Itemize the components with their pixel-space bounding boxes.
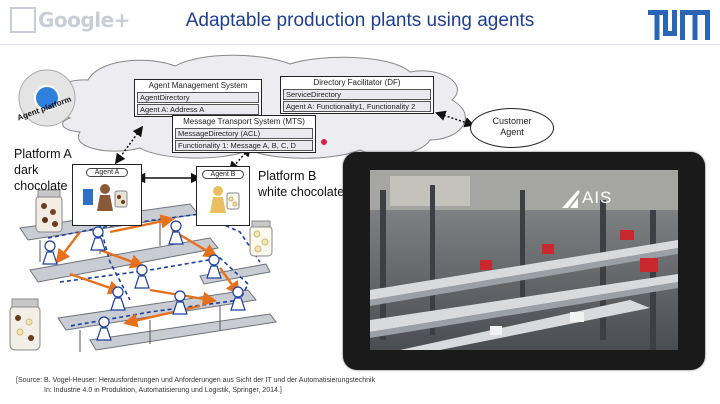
- agent-a-box: Agent A: [72, 164, 142, 226]
- google-plus-mark-icon: [10, 6, 36, 33]
- df-title: Directory Facilitator (DF): [313, 78, 401, 87]
- agent-a-label: Agent A: [86, 168, 128, 177]
- customer-agent-label-line: Agent: [500, 127, 524, 137]
- route-dashed-2: [59, 257, 249, 327]
- df-row: ServiceDirectory: [283, 89, 431, 100]
- ams-row: Agent A: Address A: [137, 104, 259, 115]
- platform-a-label: Platform A dark chocolate: [14, 146, 72, 194]
- mts-title: Message Transport System (MTS): [183, 117, 305, 126]
- cloud-to-customer-arrow: [435, 110, 475, 128]
- google-plus-logo-text: Google+: [38, 8, 130, 32]
- platform-a-label-line: Platform A: [14, 147, 72, 161]
- tum-logo-icon: [648, 10, 710, 40]
- pawn-6: [110, 286, 126, 311]
- ams-title: Agent Management System: [148, 81, 248, 90]
- customer-agent-label-line: Customer: [492, 116, 532, 126]
- df-row: Agent A: Functionality1, Functionality 2: [283, 101, 431, 112]
- ais-logo-text: AIS: [582, 188, 613, 207]
- pawn-2: [168, 220, 184, 245]
- pawn-5: [134, 264, 150, 289]
- pawn-3: [42, 240, 58, 265]
- customer-agent-node: Customer Agent: [470, 108, 554, 148]
- dark-chocolate-jar-icon: [35, 189, 63, 233]
- platform-b-label-line: white chocolate: [258, 185, 345, 199]
- pawn-9: [96, 316, 112, 341]
- agent-pawns: [42, 220, 246, 341]
- header-divider: [0, 44, 720, 45]
- factory-photo: [370, 170, 678, 350]
- mixed-chocolate-jar-icon: [9, 298, 41, 351]
- mts-row: MessageDirectory (ACL): [175, 128, 313, 139]
- directory-facilitator-box: Directory Facilitator (DF) ServiceDirect…: [280, 76, 434, 114]
- mts-row: Functionality 1: Message A, B, C, D: [175, 140, 313, 151]
- platform-b-label-line: Platform B: [258, 169, 317, 183]
- agent-b-box: Agent B: [196, 166, 250, 226]
- google-plus-logo: Google+: [10, 6, 130, 35]
- agent-b-label: Agent B: [202, 170, 244, 179]
- ais-logo-mark-icon: [562, 190, 580, 208]
- source-line: [Source: B. Vogel-Heuser: Herausforderun…: [16, 377, 376, 384]
- pawn-7: [172, 290, 188, 315]
- red-pointer-dot: [321, 139, 327, 145]
- route-dashed-1: [47, 213, 261, 263]
- ams-row: AgentDirectory: [137, 92, 259, 103]
- source-citation: [Source: B. Vogel-Heuser: Herausforderun…: [16, 376, 375, 396]
- pawn-4: [206, 254, 222, 279]
- pawn-1: [90, 226, 106, 251]
- platform-a-label-line: chocolate: [14, 179, 68, 193]
- route-dashed-3: [99, 225, 131, 301]
- factory-photo-image: [370, 170, 678, 350]
- platform-a-label-line: dark: [14, 163, 39, 177]
- platform-b-label: Platform B white chocolate: [258, 168, 344, 200]
- agent-a-robot-icon: [83, 184, 128, 211]
- mts-to-agent-b-arrow: [228, 146, 252, 172]
- white-chocolate-jar-icon: [249, 220, 273, 257]
- message-transport-system-box: Message Transport System (MTS) MessageDi…: [172, 115, 316, 153]
- agent-b-robot-icon: [210, 186, 240, 213]
- agent-management-system-box: Agent Management System AgentDirectory A…: [134, 79, 262, 117]
- source-line: In: Industrie 4.0 in Produktion, Automat…: [44, 387, 282, 394]
- slide-title: Adaptable production plants using agents: [185, 10, 535, 31]
- pawn-8: [230, 286, 246, 311]
